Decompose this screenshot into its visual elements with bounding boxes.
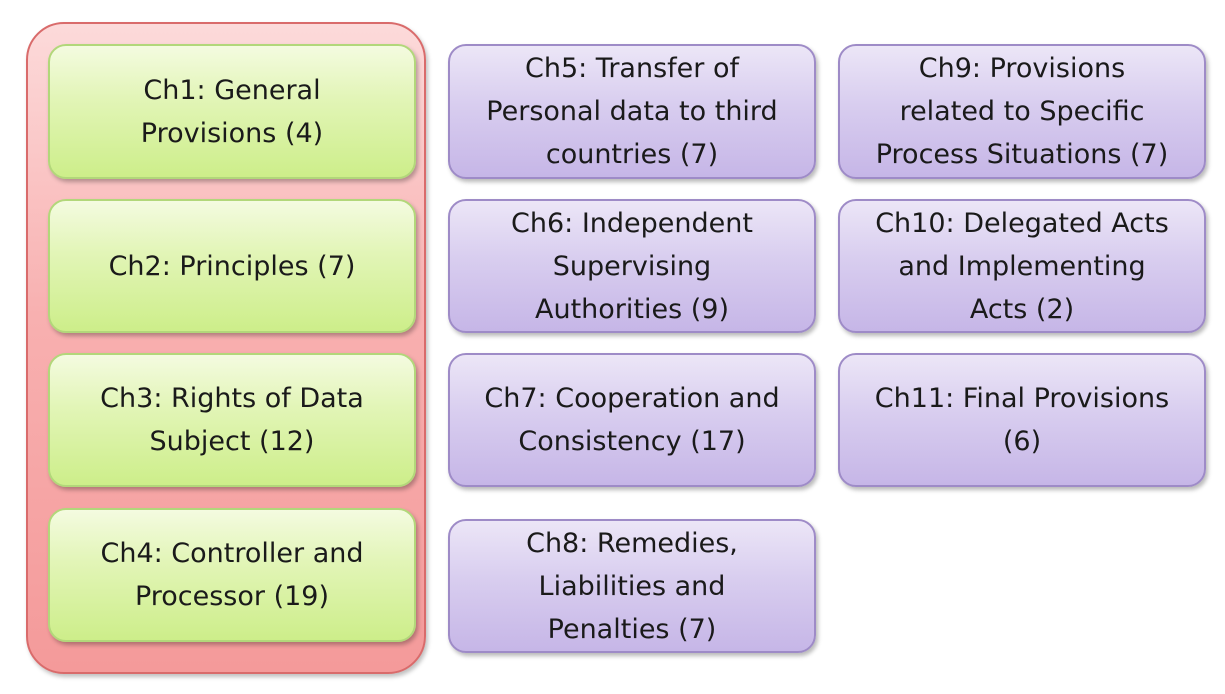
chapter-label-2: Ch2: Principles (7) xyxy=(108,250,356,282)
chapter-box-11: Ch11: Final Provisions (6) xyxy=(838,353,1206,487)
chapter-label-11: Ch11: Final Provisions (6) xyxy=(874,383,1170,457)
chapter-box-4: Ch4: Controller and Processor (19) xyxy=(48,508,416,642)
chapter-box-3: Ch3: Rights of Data Subject (12) xyxy=(48,353,416,487)
chapter-label-10: Ch10: Delegated Acts and Implementing Ac… xyxy=(875,207,1169,325)
chapter-box-8: Ch8: Remedies, Liabilities and Penalties… xyxy=(448,519,816,653)
chapter-label-6: Ch6: Independent Supervising Authorities… xyxy=(511,207,753,325)
chapter-label-1: Ch1: General Provisions (4) xyxy=(140,74,324,149)
chapter-box-6: Ch6: Independent Supervising Authorities… xyxy=(448,199,816,333)
chapter-label-7: Ch7: Cooperation and Consistency (17) xyxy=(484,383,780,457)
chapter-box-5: Ch5: Transfer of Personal data to third … xyxy=(448,44,816,179)
chapter-box-9: Ch9: Provisions related to Specific Proc… xyxy=(838,44,1206,179)
chapter-box-2: Ch2: Principles (7) xyxy=(48,199,416,333)
chapter-box-1: Ch1: General Provisions (4) xyxy=(48,44,416,179)
chapter-label-8: Ch8: Remedies, Liabilities and Penalties… xyxy=(526,527,738,645)
chapter-box-10: Ch10: Delegated Acts and Implementing Ac… xyxy=(838,199,1206,333)
chapter-label-4: Ch4: Controller and Processor (19) xyxy=(100,538,364,612)
chapter-label-5: Ch5: Transfer of Personal data to third … xyxy=(486,53,778,170)
chapter-label-9: Ch9: Provisions related to Specific Proc… xyxy=(875,53,1169,170)
chapter-label-3: Ch3: Rights of Data Subject (12) xyxy=(100,383,364,457)
chapter-box-7: Ch7: Cooperation and Consistency (17) xyxy=(448,353,816,487)
